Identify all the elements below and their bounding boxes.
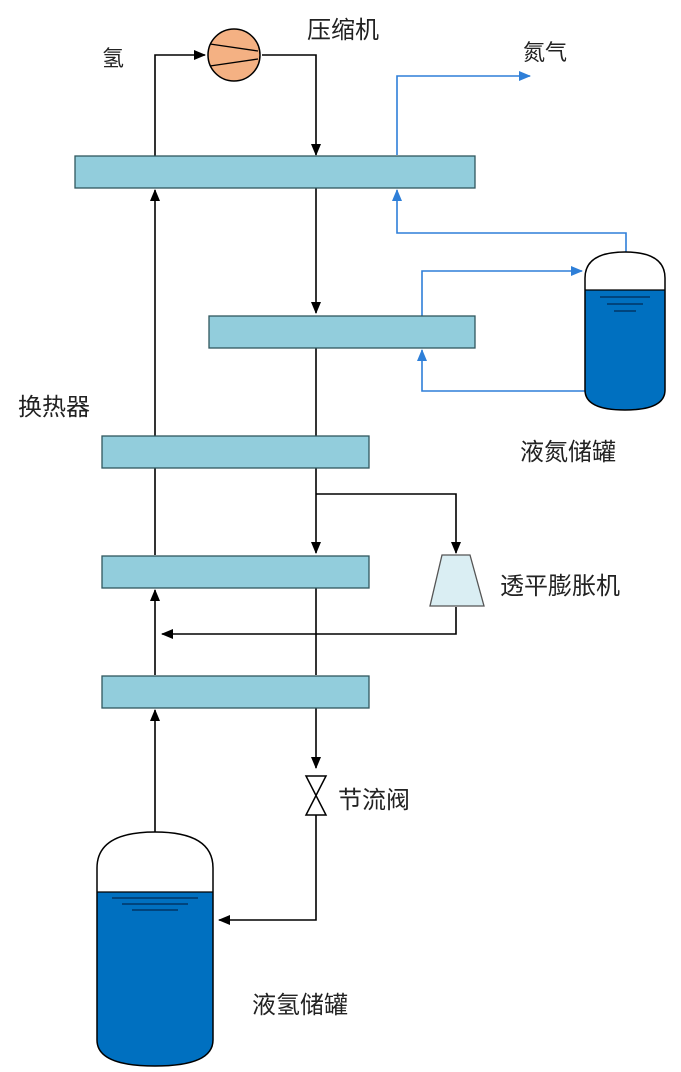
ln2-return-line bbox=[417, 349, 585, 392]
heat-exchanger-4 bbox=[101, 555, 370, 589]
liquid-nitrogen-tank bbox=[584, 251, 666, 411]
throttle-valve-label: 节流阀 bbox=[338, 786, 410, 814]
liquid-hydrogen-tank-label: 液氢储罐 bbox=[252, 991, 348, 1019]
heat-exchanger-label: 换热器 bbox=[18, 393, 90, 421]
hydrogen-to-compressor-line bbox=[154, 50, 206, 157]
heat-exchanger-1 bbox=[74, 155, 476, 189]
heat-exchanger-5 bbox=[101, 675, 370, 709]
turbo-expander-label: 透平膨胀机 bbox=[500, 572, 620, 600]
ln2-vapor-line bbox=[392, 189, 627, 252]
compressor-label: 压缩机 bbox=[307, 16, 379, 44]
compressor-icon bbox=[207, 28, 261, 82]
nitrogen-vent-line bbox=[396, 71, 531, 155]
liquid-hydrogen-tank bbox=[96, 831, 214, 1067]
turbo-expander-icon bbox=[429, 554, 485, 607]
nitrogen-gas-label: 氮气 bbox=[523, 41, 567, 66]
heat-exchanger-2 bbox=[208, 315, 476, 349]
throttle-valve-icon bbox=[304, 775, 328, 816]
hydrogen-label: 氢 bbox=[102, 47, 124, 72]
expander-feed-line bbox=[316, 493, 461, 554]
valve-to-tank-line bbox=[218, 815, 317, 925]
expander-return-line bbox=[161, 607, 457, 639]
compressor-discharge-line bbox=[262, 54, 321, 156]
ln2-feed-line bbox=[421, 266, 583, 316]
liquid-nitrogen-tank-label: 液氮储罐 bbox=[520, 438, 616, 466]
heat-exchanger-3 bbox=[101, 435, 370, 469]
